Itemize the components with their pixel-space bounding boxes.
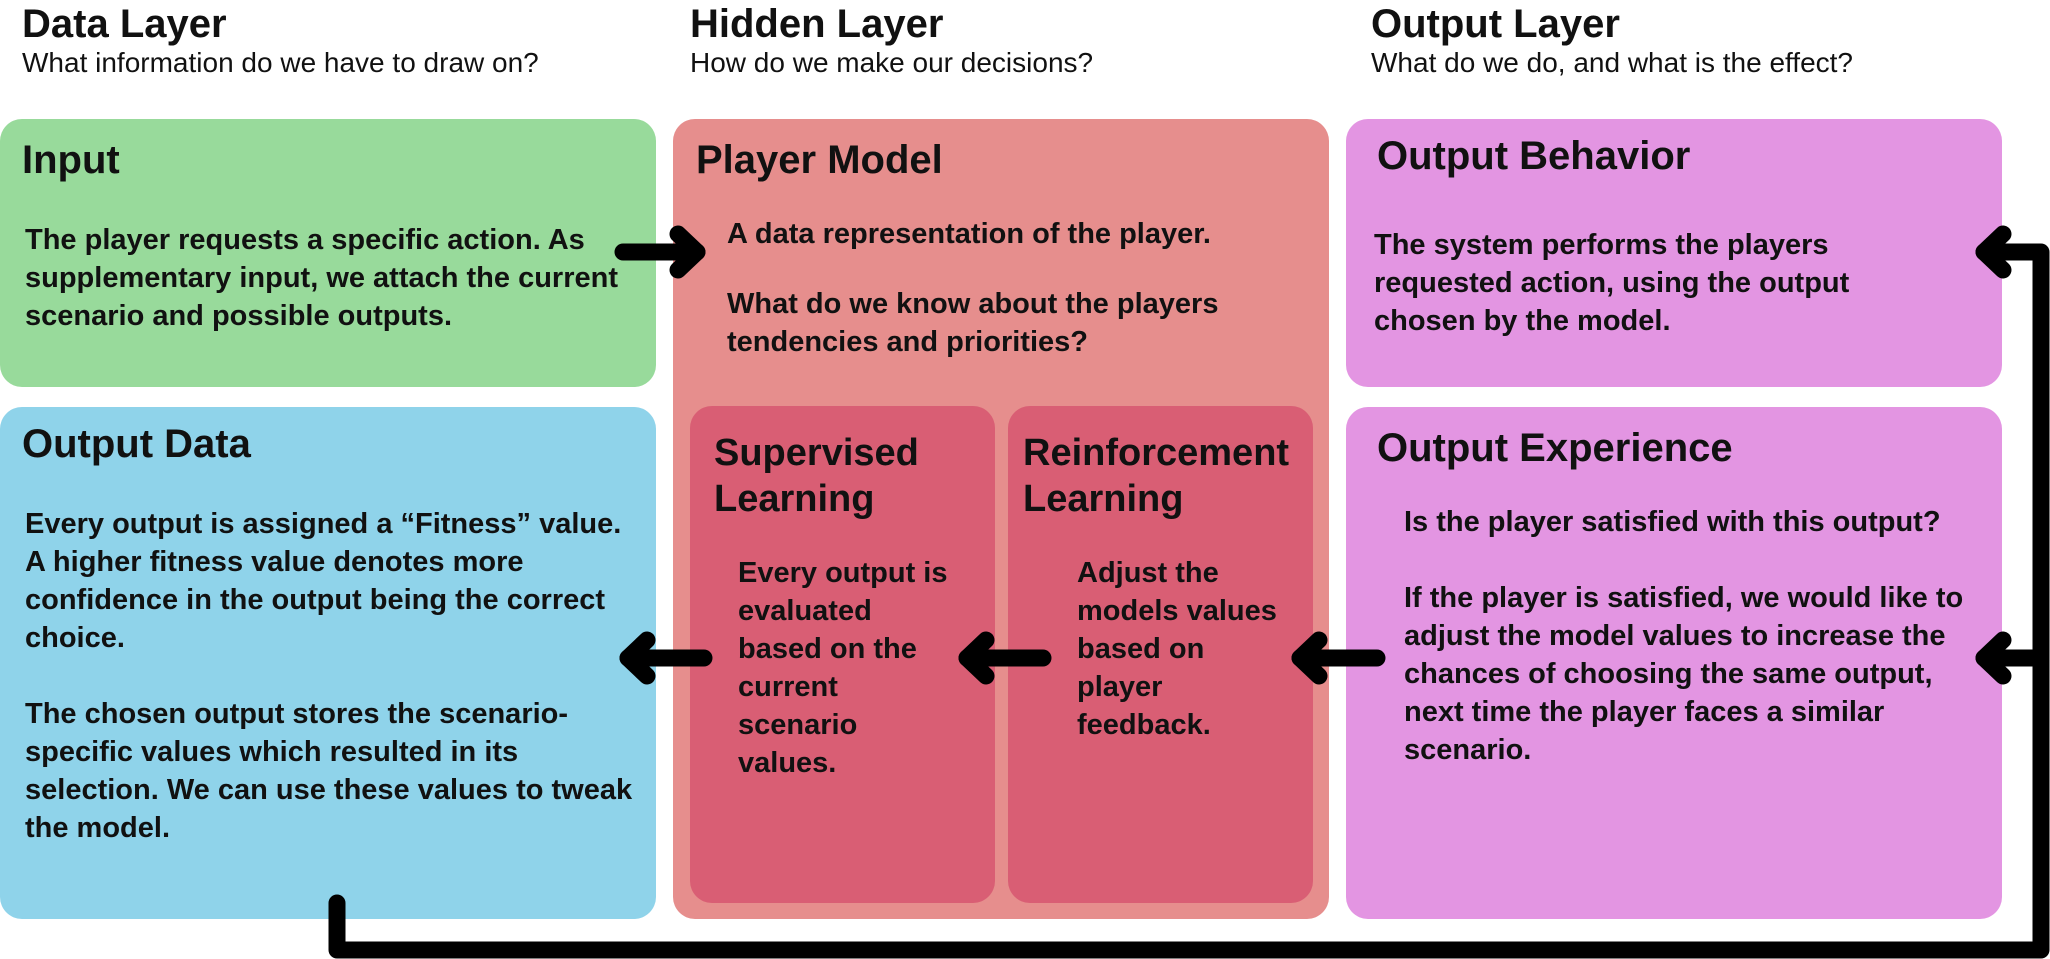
output-experience-text-2: If the player is satisfied, we would lik… — [1404, 582, 1964, 766]
input-box: Input The player requests a specific act… — [0, 119, 656, 387]
input-title: Input — [22, 138, 120, 182]
input-text: The player requests a specific action. A… — [25, 224, 618, 332]
player-model-title: Player Model — [696, 138, 943, 182]
supervised-learning-title: Supervised Learning — [714, 432, 919, 520]
hidden-layer-subtitle: How do we make our decisions? — [690, 47, 1094, 78]
output-experience-text: Is the player satisfied with this output… — [1404, 503, 1974, 769]
reinforcement-learning-box: Reinforcement Learning Adjust the models… — [1008, 406, 1313, 903]
output-data-box: Output Data Every output is assigned a “… — [0, 407, 656, 919]
supervised-learning-box: Supervised Learning Every output is eval… — [690, 406, 995, 903]
reinforcement-learning-title: Reinforcement Learning — [1023, 432, 1290, 520]
output-data-text-2: The chosen output stores the scenario-sp… — [25, 698, 633, 844]
output-data-title: Output Data — [22, 422, 251, 466]
data-layer-title: Data Layer — [22, 2, 227, 46]
output-layer-header: Output Layer What do we do, and what is … — [1371, 2, 1853, 80]
output-behavior-title: Output Behavior — [1377, 134, 1691, 178]
output-layer-subtitle: What do we do, and what is the effect? — [1371, 47, 1854, 78]
player-model-text-1: A data representation of the player. — [727, 218, 1211, 250]
output-data-text-1: Every output is assigned a “Fitness” val… — [25, 508, 622, 654]
player-model-text: A data representation of the player. Wha… — [727, 215, 1287, 361]
hidden-layer-title: Hidden Layer — [690, 2, 944, 46]
output-experience-text-1: Is the player satisfied with this output… — [1404, 506, 1941, 538]
player-model-box: Player Model A data representation of th… — [673, 119, 1329, 919]
data-layer-subtitle: What information do we have to draw on? — [22, 47, 539, 78]
output-layer-title: Output Layer — [1371, 2, 1620, 46]
output-experience-title: Output Experience — [1377, 426, 1733, 470]
output-behavior-text: The system performs the players requeste… — [1374, 229, 1850, 337]
data-layer-header: Data Layer What information do we have t… — [22, 2, 539, 80]
output-behavior-box: Output Behavior The system performs the … — [1346, 119, 2002, 387]
reinforcement-learning-text: Adjust the models values based on player… — [1077, 557, 1277, 741]
hidden-layer-header: Hidden Layer How do we make our decision… — [690, 2, 1093, 80]
supervised-learning-text: Every output is evaluated based on the c… — [738, 557, 948, 779]
output-experience-box: Output Experience Is the player satisfie… — [1346, 407, 2002, 919]
player-model-text-2: What do we know about the players tenden… — [727, 288, 1219, 358]
output-data-text: Every output is assigned a “Fitness” val… — [25, 505, 645, 847]
